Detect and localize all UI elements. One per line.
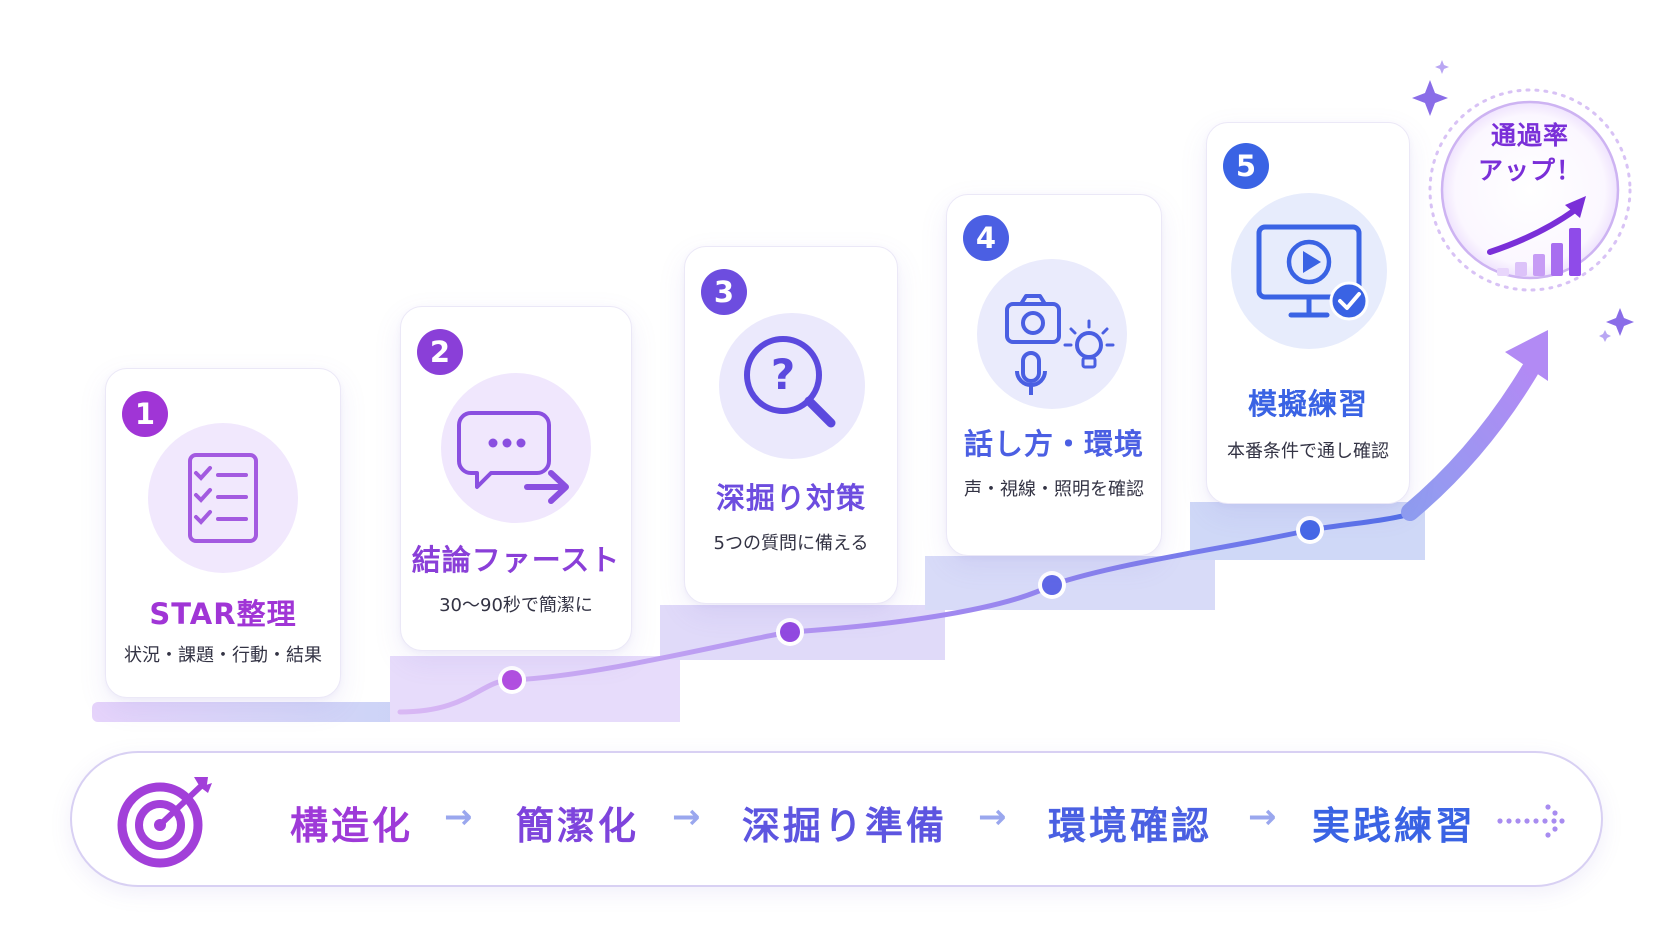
step-title: 深掘り対策 [715, 481, 866, 515]
summary-arrow-icon: → [978, 797, 1007, 837]
checklist-icon [148, 423, 298, 573]
step-subtitle: 5つの質問に備える [713, 533, 869, 554]
step-card-1: 1 STAR整理 状況・課題・行動・結果 [105, 368, 341, 698]
step-subtitle: 30〜90秒で簡潔に [439, 595, 593, 616]
step-number-badge: 1 [122, 391, 168, 437]
monitor-play-check-icon [1231, 193, 1387, 349]
step-number-badge: 2 [417, 329, 463, 375]
step-number-badge: 5 [1223, 143, 1269, 189]
step-title: 結論ファースト [411, 543, 621, 577]
speech-bubble-arrow-icon [441, 373, 591, 523]
step-title: STAR整理 [149, 597, 297, 631]
summary-word-5: 実践練習 [1312, 804, 1477, 848]
step-card-2: 2 結論ファースト 30〜90秒で簡潔に [400, 306, 632, 651]
svg-text:?: ? [771, 350, 795, 399]
step-title: 話し方・環境 [963, 427, 1144, 461]
step-dots [498, 516, 1324, 694]
camera-mic-light-icon [977, 259, 1127, 409]
step-subtitle: 本番条件で通し確認 [1227, 441, 1389, 462]
growth-arrow [1401, 361, 1539, 521]
step-card-4: 4 話し方・環境 声・視線・照明を確認 [946, 194, 1162, 556]
summary-word-3: 深掘り準備 [742, 804, 948, 848]
summary-arrow-icon: → [1248, 797, 1277, 837]
step-number-badge: 4 [963, 215, 1009, 261]
step-card-5: 5 模擬練習 本番条件で通し確認 [1206, 122, 1410, 504]
summary-word-1: 構造化 [290, 804, 414, 848]
summary-arrow-icon: → [444, 797, 473, 837]
goal-text: 通過率 アップ！ [1450, 118, 1610, 188]
summary-bar: 構造化 → 簡潔化 → 深掘り準備 → 環境確認 → 実践練習 [70, 751, 1603, 887]
sparkle-icons [1412, 60, 1634, 342]
summary-word-2: 簡潔化 [516, 804, 640, 848]
step-subtitle: 状況・課題・行動・結果 [124, 645, 322, 666]
goal-line1: 通過率 [1490, 121, 1569, 150]
goal-line2: アップ！ [1477, 156, 1582, 185]
step-subtitle: 声・視線・照明を確認 [964, 479, 1144, 500]
step-card-3: 3 ? 深掘り対策 5つの質問に備える [684, 246, 898, 604]
step-number-badge: 3 [701, 269, 747, 315]
summary-arrow-icon: → [672, 797, 701, 837]
summary-word-4: 環境確認 [1048, 804, 1213, 848]
step-title: 模擬練習 [1247, 387, 1368, 421]
target-arrow-icon [117, 777, 212, 868]
dotted-arrow-icon [1497, 804, 1565, 838]
goal-badge [1428, 88, 1632, 292]
question-magnifier-icon: ? [719, 313, 865, 459]
